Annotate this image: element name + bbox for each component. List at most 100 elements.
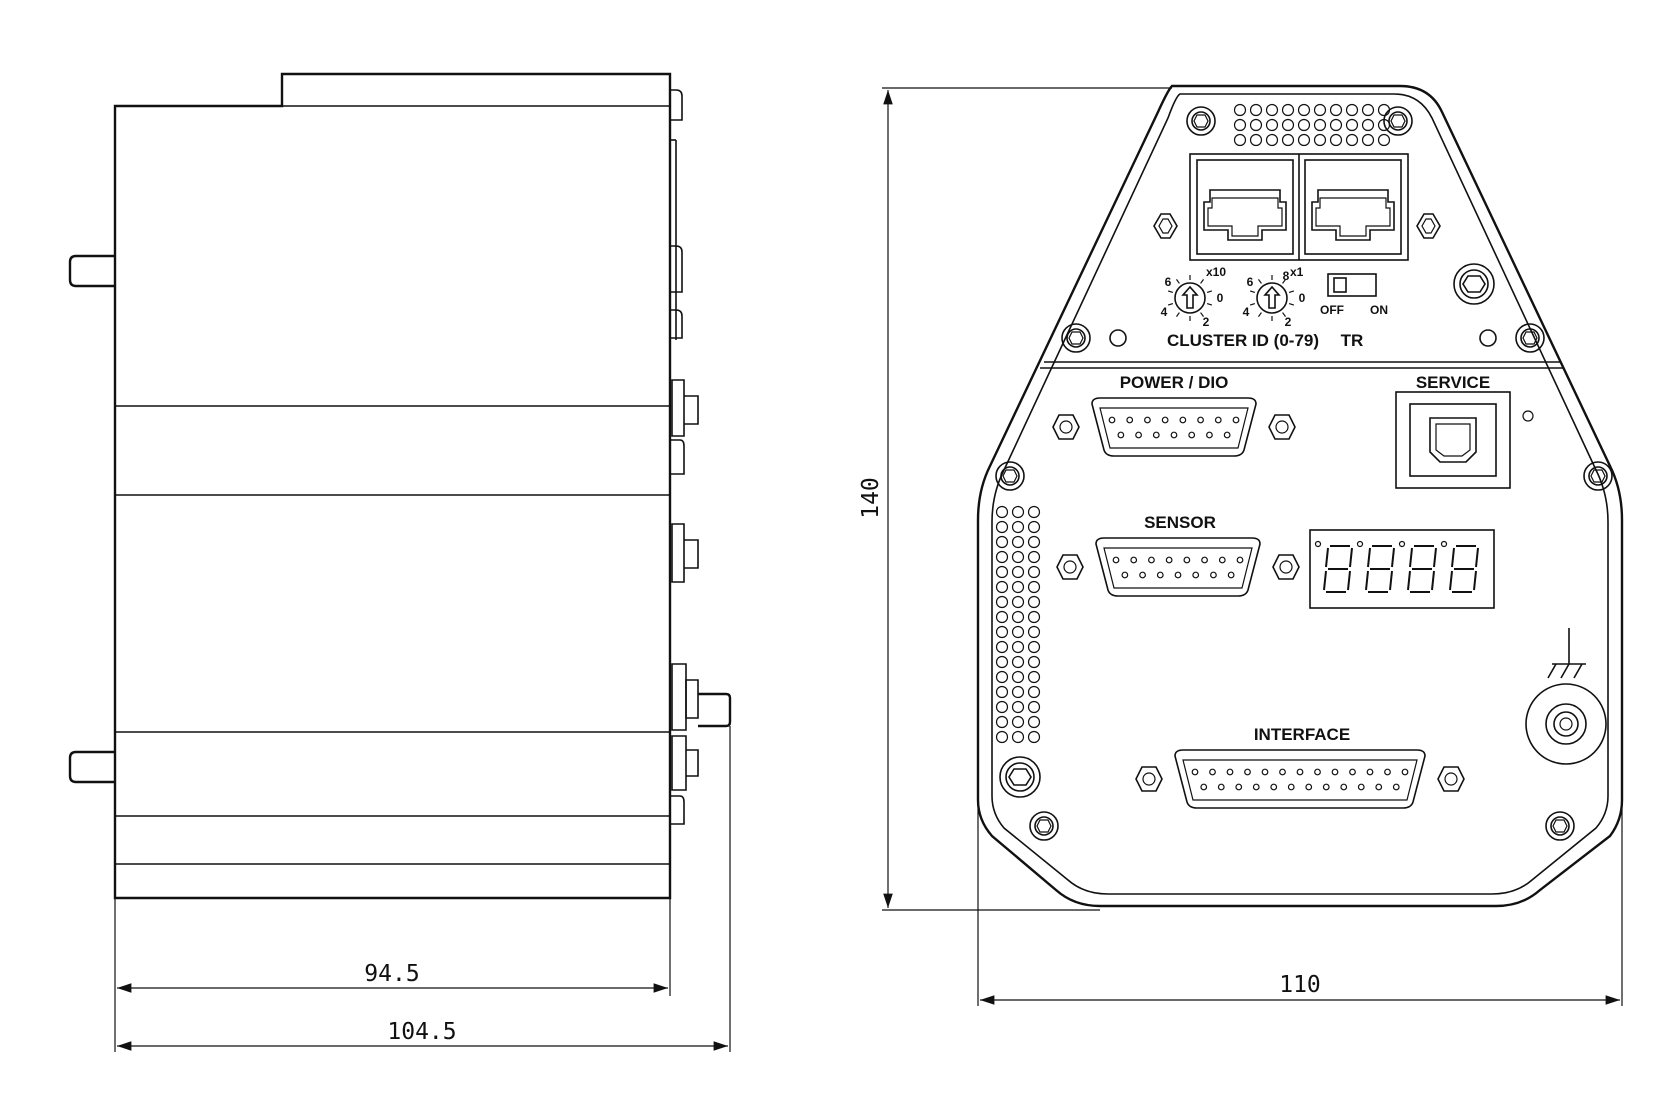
vent-hole [995,685,1009,699]
screw-icon [1545,811,1575,841]
dsub-pin [1197,416,1204,424]
screw-group [995,106,1613,841]
vent-hole [995,640,1009,654]
tr-switch-housing [1327,273,1377,297]
side-pin-top [68,254,115,288]
vent-hole [1027,640,1041,654]
dsub-pin [1179,416,1187,424]
led-indicator [1109,329,1127,347]
segment-dot [1356,540,1364,548]
vent-hole [1297,103,1311,117]
dsub-pin [1226,768,1234,776]
vent-hole [1011,655,1025,669]
vent-hole [1011,550,1025,564]
power-dio-connector [1052,397,1296,457]
dial-digit: 6 [1247,275,1254,289]
dsub-pin [1108,416,1116,424]
rj45-port-icon [1196,159,1294,255]
dial-digit: 4 [1243,305,1250,319]
dsub-hex-nut [1272,554,1300,580]
dsub-pin [1401,768,1409,776]
vent-hole [1249,103,1263,117]
dsub-pin [1232,416,1240,424]
tr-switch-slider[interactable] [1333,277,1347,293]
power-dio-label: POWER / DIO [1120,373,1229,392]
sensor-connector [1056,537,1300,597]
vent-hole [1297,118,1311,132]
vent-hole [1345,103,1359,117]
service-label: SERVICE [1416,373,1490,392]
vent-hole [1313,103,1327,117]
vent-hole [1281,118,1295,132]
vent-hole [995,670,1009,684]
dsub-pin [1314,768,1321,776]
tr-switch[interactable] [1327,273,1377,297]
dsub-pin [1117,431,1125,439]
vent-hole [1249,118,1263,132]
segment-digit [1398,540,1437,593]
vent-hole [1329,133,1343,147]
vent-hole [995,550,1009,564]
dsub-pin [1331,768,1339,776]
dsub-pin [1270,783,1278,791]
vent-hole [1011,505,1025,519]
dsub-pin [1165,556,1173,564]
vent-hole [1297,133,1311,147]
dsub-pin [1209,768,1216,776]
vent-grid-top [1233,103,1391,147]
dial-digit: 8 [1283,269,1290,283]
socket-screw-icon [999,756,1041,798]
interface-connector [1135,749,1465,809]
dsub-pin [1235,783,1243,791]
vent-hole [1027,580,1041,594]
vent-hole [1027,565,1041,579]
dial-digit: 0 [1217,291,1224,305]
vent-hole [995,580,1009,594]
ground-symbol-icon [1547,628,1586,679]
vent-hole [1027,625,1041,639]
segment-dot [1314,540,1322,548]
vent-hole [1011,700,1025,714]
dsub-pin [1244,768,1251,776]
usb-b-port-icon[interactable] [1395,391,1511,489]
side-connector [671,523,685,583]
dsub-hex-nut [1135,766,1163,792]
dsub-pin [1357,783,1365,791]
dsub-hex-nut [1052,414,1080,440]
dsub-pin [1148,556,1155,564]
sensor-label: SENSOR [1144,513,1216,532]
dim-label-140: 140 [858,477,884,519]
screw-icon [1061,323,1091,353]
vent-hole [1027,535,1041,549]
seven-segment-display-icon [1309,529,1495,609]
dsub-pin [1121,571,1129,579]
vent-hole [995,610,1009,624]
side-connector [671,379,685,437]
dsub-pin [1322,783,1330,791]
vent-hole [1377,133,1391,147]
screw-icon [1383,106,1413,136]
vent-hole [1281,133,1295,147]
vent-hole [1027,595,1041,609]
side-view: 94.5 104.5 [68,72,732,1052]
dsub-pin [1236,556,1244,564]
dsub-pin [1349,768,1356,776]
dsub-pin [1261,768,1269,776]
vent-hole [995,520,1009,534]
vent-hole [1027,730,1041,744]
dsub-pin [1375,783,1383,791]
vent-hole [1027,655,1041,669]
vent-hole [1329,103,1343,117]
vent-hole [1027,505,1041,519]
tr-label: TR [1341,331,1364,350]
vent-hole [1027,610,1041,624]
segment-digit [1440,540,1479,593]
dim-label-104-5: 104.5 [387,1019,456,1045]
ground-terminal[interactable] [1525,683,1607,765]
hex-standoff [1416,213,1441,239]
vent-hole [1313,133,1327,147]
rj45-port-icon [1304,159,1402,255]
dsub-pin [1135,431,1142,439]
vent-hole [1361,103,1375,117]
